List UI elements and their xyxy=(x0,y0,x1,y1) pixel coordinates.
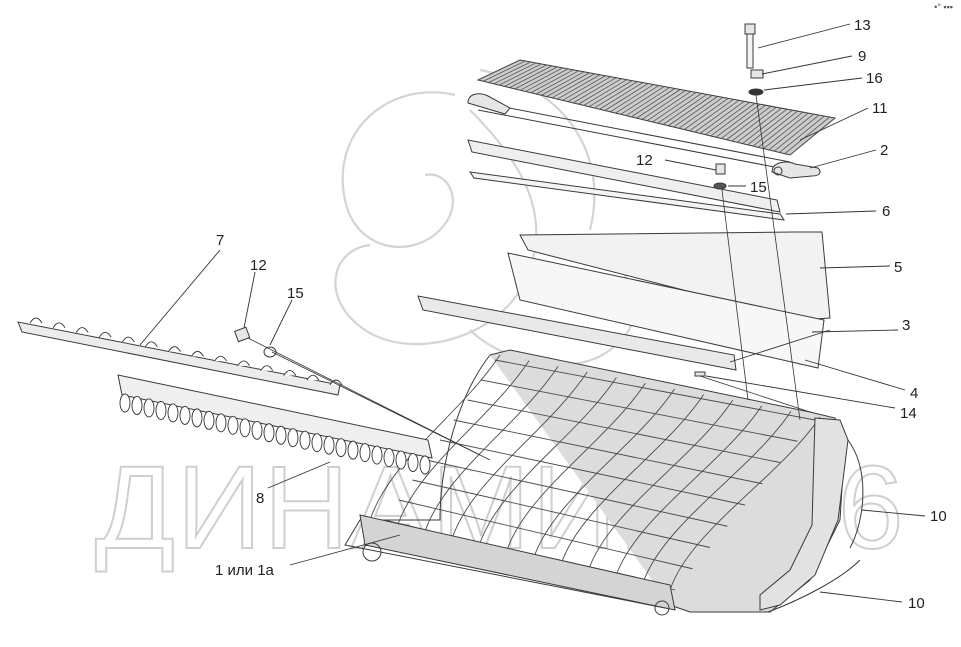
part-plate-5 xyxy=(507,231,831,369)
part-rod-10 xyxy=(767,439,864,613)
fastener-washer-16 xyxy=(748,88,764,96)
part-loop-comb-8 xyxy=(117,374,433,475)
callout-16: 16 xyxy=(866,70,883,87)
fastener-washer-15b xyxy=(263,346,277,358)
fastener-bolt-12b xyxy=(234,326,251,343)
callout-15-left: 15 xyxy=(287,285,304,302)
callout-9: 9 xyxy=(858,48,866,65)
callout-2: 2 xyxy=(880,142,888,159)
callout-10-lower: 10 xyxy=(908,595,925,612)
fastener-bolt-13 xyxy=(744,23,756,69)
callout-15-top: 15 xyxy=(750,179,767,196)
part-concave-1 xyxy=(344,349,849,616)
fastener-screw-14 xyxy=(694,371,706,377)
callout-labels: 13 9 16 11 2 12 15 6 7 12 15 5 3 4 14 8 … xyxy=(215,17,947,612)
callout-5: 5 xyxy=(894,259,902,276)
callout-12-left: 12 xyxy=(250,257,267,274)
callout-14: 14 xyxy=(900,405,917,422)
part-slotted-strip-7 xyxy=(17,317,343,396)
assembly-axis-lines xyxy=(247,94,811,461)
part-comb-rack-11 xyxy=(476,59,837,171)
fastener-sleeve-9 xyxy=(750,69,764,79)
leader-lines xyxy=(139,23,926,603)
part-angle-bar-3 xyxy=(417,295,737,371)
callout-7: 7 xyxy=(216,232,224,249)
part-strip-6 xyxy=(467,139,786,221)
part-bracket-2 xyxy=(467,93,821,179)
callout-6: 6 xyxy=(882,203,890,220)
callout-10-upper: 10 xyxy=(930,508,947,525)
callout-1: 1 или 1а xyxy=(215,562,275,579)
corner-mark: •° ▪▪▪ xyxy=(934,2,953,12)
callout-8: 8 xyxy=(256,490,264,507)
callout-13: 13 xyxy=(854,17,871,34)
fastener-bolt-12a xyxy=(713,163,727,190)
callout-4: 4 xyxy=(910,385,918,402)
callout-3: 3 xyxy=(902,317,910,334)
callout-12-top: 12 xyxy=(636,152,653,169)
callout-11: 11 xyxy=(872,100,888,117)
